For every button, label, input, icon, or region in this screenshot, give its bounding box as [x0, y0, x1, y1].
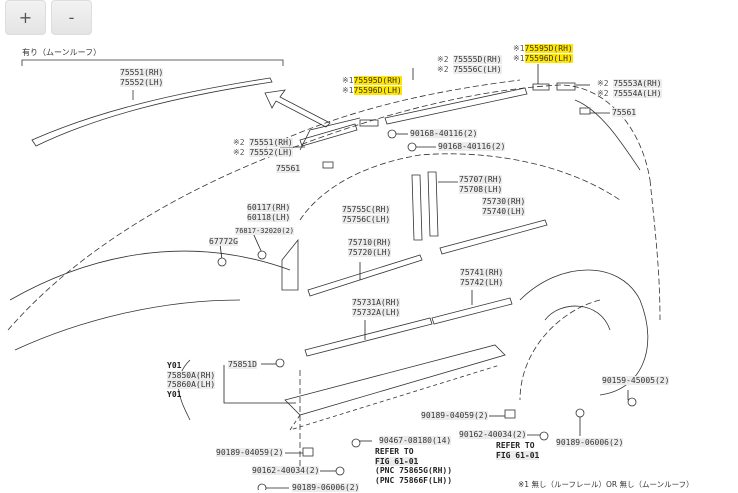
part-label-rocker-clip[interactable]: 75851D	[228, 360, 257, 369]
part-label-cover-right[interactable]: ※175595D(RH)※175596D(LH)	[513, 44, 573, 63]
roof-rail-cover-left	[359, 119, 379, 127]
part-label-pillar-b[interactable]: 75707(RH)75708(LH)	[459, 175, 503, 194]
part-label-mirror-part[interactable]: 67772G	[209, 237, 238, 246]
part-label-belt-rear[interactable]: 75730(RH)75740(LH)	[482, 197, 526, 216]
part-label-cover-left[interactable]: ※175595D(RH)※175596D(LH)	[342, 76, 402, 95]
part-label-clip-b[interactable]: 90467-08180(14)	[379, 436, 452, 445]
part-label-clip-rear[interactable]: 75561	[612, 108, 637, 117]
part-label-end-rear[interactable]: ※2 75553A(RH)※2 75554A(LH)	[597, 79, 662, 98]
moonroof-bracket	[21, 59, 284, 66]
part-label-clip-c[interactable]: 90189-04059(2)	[216, 448, 284, 457]
part-label-clip-mirror[interactable]: 76817-32020(2)	[235, 227, 295, 235]
rocker-panel	[284, 344, 506, 416]
arrow-icon	[264, 89, 331, 128]
part-label-screw-a[interactable]: 90162-40034(2)	[459, 430, 527, 439]
roof-rail-top	[31, 77, 273, 147]
part-label-rail-front[interactable]: ※2 75551(RH)※2 75552(LH)	[233, 138, 293, 157]
moonroof-group-label: 有り（ムーンルーフ）	[22, 48, 102, 57]
footnote: ※1 無し（ルーフレール）OR 無し（ムーンルーフ）	[518, 480, 694, 489]
part-label-clip-a[interactable]: 90189-04059(2)	[421, 411, 489, 420]
part-label-clip-e[interactable]: 90189-06006(2)	[556, 438, 624, 447]
part-label-roof-rail-top[interactable]: 75551(RH)75552(LH)	[120, 68, 164, 87]
part-label-screw-c[interactable]: 90162-40034(2)	[252, 466, 320, 475]
part-label-door-front[interactable]: 75731A(RH)75732A(LH)	[352, 298, 401, 317]
part-label-clip-front[interactable]: 75561	[276, 164, 301, 173]
part-label-rail-rear[interactable]: ※2 75555D(RH)※2 75556C(LH)	[437, 55, 502, 74]
roof-rail-front	[299, 123, 358, 147]
zoom-out-button[interactable]: -	[51, 0, 92, 35]
part-label-door-rear[interactable]: 75741(RH)75742(LH)	[460, 268, 504, 287]
zoom-in-button[interactable]: +	[5, 0, 46, 35]
part-label-nut-2[interactable]: 90168-40116(2)	[438, 142, 506, 151]
part-label-nut-1[interactable]: 90168-40116(2)	[410, 129, 478, 138]
roof-end-cover	[556, 82, 576, 91]
roof-rail-cover-right	[532, 83, 550, 91]
roof-rail-rear	[384, 87, 528, 125]
part-label-bolt-e[interactable]: 90159-45005(2)	[602, 376, 670, 385]
part-label-pillar-front[interactable]: 75755C(RH)75756C(LH)	[342, 205, 391, 224]
part-label-mirror-gasket[interactable]: 60117(RH)60118(LH)	[247, 203, 291, 222]
part-label-clip-d[interactable]: 90189-06006(2)	[292, 483, 360, 492]
part-label-belt-front[interactable]: 75710(RH)75720(LH)	[348, 238, 392, 257]
